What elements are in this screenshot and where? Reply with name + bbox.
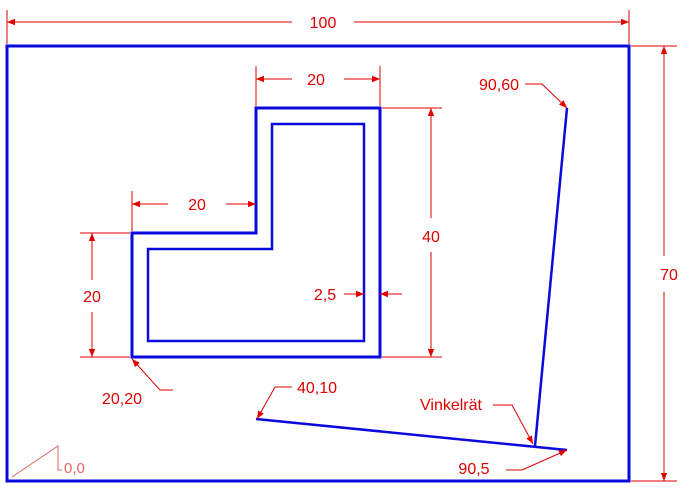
labels: 100 70 20 20 20 40 2,5 20,20 40,10 90,60… [64, 15, 678, 478]
dim-label-left-height: 20 [83, 289, 101, 306]
geometry [5, 44, 631, 483]
point-label-corner: 20,20 [102, 391, 142, 408]
leader-top-point [525, 83, 568, 109]
dim-label-top-width: 20 [307, 72, 325, 89]
point-label-bottom: 90,5 [458, 461, 489, 478]
leader-origin [11, 445, 62, 478]
dim-label-wall: 2,5 [314, 287, 336, 304]
point-label-line-start: 40,10 [297, 380, 337, 397]
dim-label-left-width: 20 [188, 197, 206, 214]
l-shape-outer [130, 106, 382, 359]
outer-frame [5, 44, 631, 483]
dim-label-width-total: 100 [310, 15, 337, 32]
point-label-top: 90,60 [479, 77, 519, 94]
perpendicular-label: Vinkelrät [420, 397, 483, 414]
dim-label-right-height: 40 [422, 229, 440, 246]
leader-corner [131, 358, 173, 391]
bottom-line [255, 417, 568, 452]
leader-perpendicular [493, 404, 534, 445]
dimensions [6, 10, 677, 482]
leader-line-start [256, 386, 292, 420]
origin-label: 0,0 [64, 460, 85, 477]
l-shape-inner [146, 122, 366, 343]
dim-label-height-total: 70 [660, 267, 678, 284]
slanted-line [533, 107, 569, 447]
leader-bottom-point [506, 449, 568, 471]
